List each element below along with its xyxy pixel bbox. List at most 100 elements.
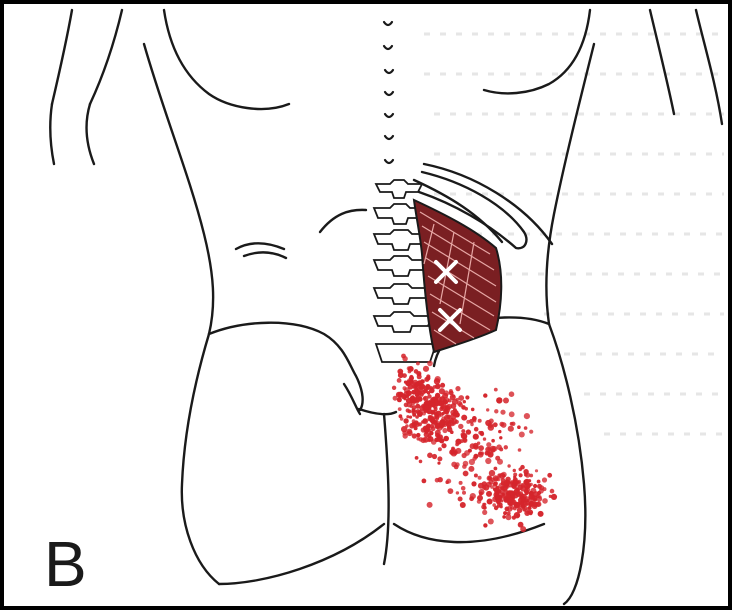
pain-dot bbox=[469, 419, 474, 424]
pain-dot bbox=[537, 480, 541, 484]
pain-dot bbox=[455, 462, 460, 467]
pain-dot bbox=[509, 411, 515, 417]
pain-dot bbox=[458, 424, 463, 429]
pain-dot bbox=[483, 506, 487, 510]
pain-dot bbox=[468, 466, 474, 472]
pain-dot bbox=[462, 464, 467, 469]
pain-dot bbox=[436, 402, 440, 406]
pain-dot bbox=[510, 506, 514, 510]
pain-dot bbox=[449, 389, 453, 393]
pain-dot bbox=[507, 464, 510, 467]
pain-dot bbox=[423, 397, 426, 400]
pain-dot bbox=[426, 409, 429, 412]
pain-dot bbox=[415, 404, 420, 409]
pain-dot bbox=[401, 354, 406, 359]
pain-dot bbox=[491, 478, 495, 482]
pain-dot bbox=[550, 489, 555, 494]
vertebra-l4 bbox=[374, 284, 430, 304]
pain-dot bbox=[428, 415, 434, 421]
pain-dot bbox=[503, 511, 507, 515]
pain-dot bbox=[415, 415, 419, 419]
pain-dot bbox=[468, 449, 472, 453]
pain-dot bbox=[443, 397, 449, 403]
pain-dot bbox=[424, 405, 429, 410]
pain-dot bbox=[495, 495, 500, 500]
pain-dot bbox=[514, 512, 520, 518]
pain-dot bbox=[427, 394, 431, 398]
pain-dot bbox=[505, 507, 510, 512]
pain-dot bbox=[518, 498, 522, 502]
pain-dot bbox=[494, 467, 498, 471]
pain-dot bbox=[471, 408, 475, 412]
pain-dot bbox=[524, 489, 529, 494]
pain-dot bbox=[462, 438, 467, 443]
pain-dot bbox=[524, 510, 530, 516]
pain-dot bbox=[452, 399, 458, 405]
pain-dot bbox=[506, 498, 509, 501]
pain-dot bbox=[496, 477, 500, 481]
pain-dot bbox=[419, 460, 423, 464]
pain-dot bbox=[452, 394, 455, 397]
pain-dot bbox=[478, 452, 484, 458]
spine-vertebrae-upper bbox=[384, 22, 393, 163]
pain-dot bbox=[492, 503, 496, 507]
pain-dot bbox=[518, 448, 522, 452]
pain-dot bbox=[406, 415, 409, 418]
pain-dot bbox=[528, 504, 532, 508]
pain-dot bbox=[420, 379, 425, 384]
left-arm-lower-line bbox=[50, 104, 54, 164]
pain-dot bbox=[488, 476, 492, 480]
pain-dot bbox=[511, 483, 517, 489]
pain-dot bbox=[501, 422, 507, 428]
pain-dot bbox=[510, 422, 514, 426]
pain-dot bbox=[417, 374, 422, 379]
right-arm-inner-line bbox=[650, 10, 674, 114]
pain-dot bbox=[486, 408, 489, 411]
referred-pain-pattern bbox=[392, 354, 557, 532]
pain-dot bbox=[493, 487, 497, 491]
pain-dot bbox=[477, 495, 483, 501]
pain-dot bbox=[524, 413, 530, 419]
pain-dot bbox=[520, 526, 526, 532]
pain-dot bbox=[524, 473, 528, 477]
vertebra-l5 bbox=[374, 312, 432, 332]
pain-dot bbox=[398, 392, 404, 398]
pain-dot bbox=[496, 397, 502, 403]
pain-dot bbox=[533, 484, 537, 488]
pain-dot bbox=[483, 523, 487, 527]
pain-dot bbox=[537, 484, 542, 489]
pain-dot bbox=[542, 477, 547, 482]
pain-dot bbox=[422, 412, 426, 416]
pain-dot bbox=[458, 497, 463, 502]
pain-dot bbox=[455, 448, 461, 454]
pain-dot bbox=[488, 423, 493, 428]
pain-dot bbox=[486, 442, 491, 447]
pain-dot bbox=[496, 499, 501, 504]
pain-dot bbox=[483, 437, 486, 440]
pain-dot bbox=[473, 454, 478, 459]
pain-dot bbox=[551, 494, 557, 500]
pain-dot bbox=[416, 362, 420, 366]
pain-dot bbox=[513, 469, 516, 472]
pain-dot bbox=[474, 474, 478, 478]
pain-dot bbox=[535, 469, 538, 472]
pain-dot bbox=[455, 386, 460, 391]
pain-dot bbox=[471, 481, 476, 486]
pain-dot bbox=[414, 369, 419, 374]
pain-dot bbox=[449, 418, 454, 423]
pain-dot bbox=[489, 470, 495, 476]
pain-dot bbox=[465, 395, 469, 399]
pain-dot bbox=[427, 361, 433, 367]
pain-dot bbox=[460, 502, 466, 508]
right-arm-outer-line bbox=[696, 10, 722, 124]
pain-dot bbox=[409, 378, 413, 382]
pain-dot bbox=[407, 430, 413, 436]
pain-dot bbox=[448, 488, 454, 494]
pain-dot bbox=[499, 436, 502, 439]
pain-dot bbox=[406, 398, 412, 404]
pain-dot bbox=[435, 393, 440, 398]
pain-dot bbox=[431, 410, 436, 415]
pain-dot bbox=[462, 491, 466, 495]
pain-dot bbox=[446, 479, 451, 484]
